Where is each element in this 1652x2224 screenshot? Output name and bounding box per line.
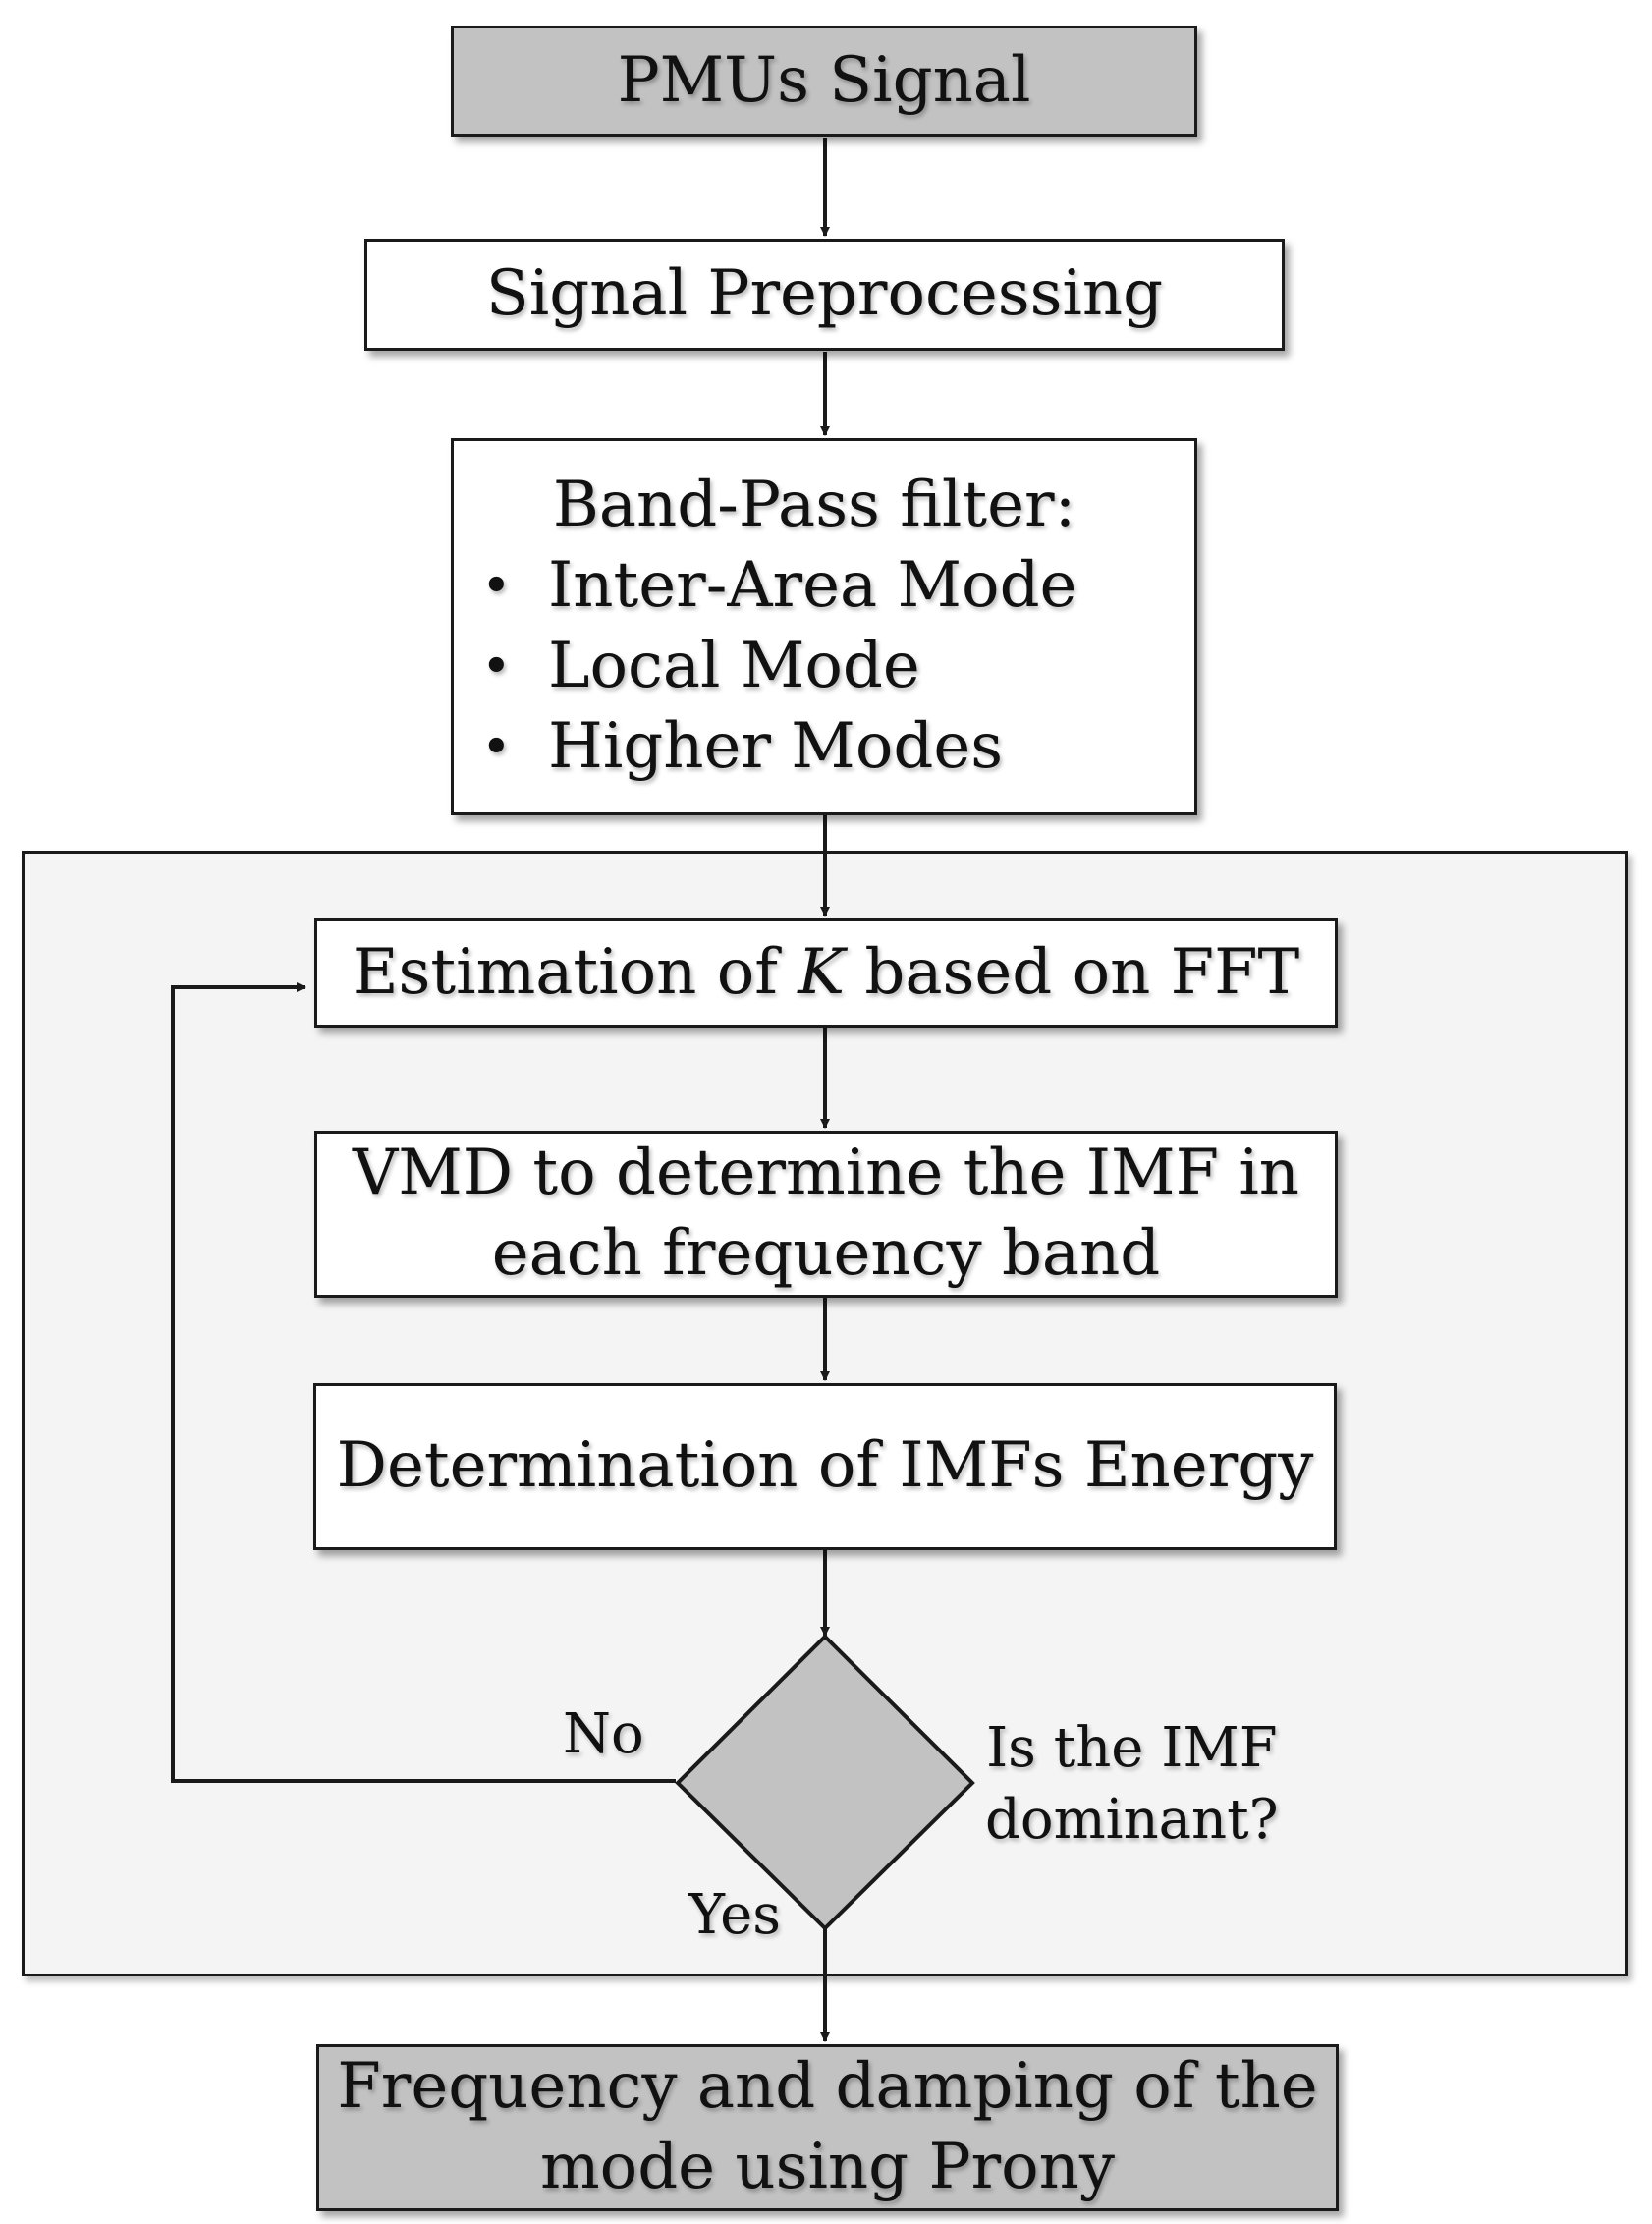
decision-line-2: dominant? [985,1787,1279,1852]
band-pass-mode-list: • Inter-Area Mode • Local Mode • Higher … [454,546,1076,788]
node-output-prony: Frequency and damping of the mode using … [316,2044,1339,2211]
vmd-line-1: VMD to determine the IMF in [352,1137,1300,1210]
decision-line-1: Is the IMF [986,1716,1278,1780]
list-item: • Higher Modes [454,707,1076,788]
bullet-icon: • [481,717,512,777]
decision-question: Is the IMF dominant? [985,1713,1279,1857]
output-line-2: mode using Prony [539,2131,1116,2203]
band-pass-title: Band-Pass filter: [552,469,1076,542]
list-item: • Inter-Area Mode [454,546,1076,627]
energy-label: Determination of IMFs Energy [336,1429,1314,1503]
node-vmd: VMD to determine the IMF in each frequen… [314,1131,1338,1298]
node-pmu-signal-label: PMUs Signal [617,43,1031,117]
vmd-line-2: each frequency band [491,1217,1161,1290]
decision-diamond [675,1634,975,1931]
estimation-variable-k: K [798,935,846,1009]
edge-label-yes: Yes [688,1883,781,1947]
node-preprocessing-label: Signal Preprocessing [485,257,1164,331]
bullet-icon: • [481,556,512,616]
band-pass-item: Higher Modes [548,709,1004,783]
band-pass-item: Inter-Area Mode [548,549,1077,623]
edge-label-no: No [563,1702,644,1766]
estimation-prefix: Estimation of [352,935,798,1009]
list-item: • Local Mode [454,627,1076,707]
node-pmu-signal: PMUs Signal [451,26,1197,137]
node-imf-energy: Determination of IMFs Energy [313,1383,1337,1550]
estimation-suffix: based on FFT [845,935,1300,1009]
node-signal-preprocessing: Signal Preprocessing [364,239,1285,351]
bullet-icon: • [481,637,512,696]
node-estimation-of-k: Estimation of K based on FFT [314,918,1338,1028]
band-pass-item: Local Mode [548,630,920,702]
node-band-pass-filter: Band-Pass filter: • Inter-Area Mode • Lo… [451,438,1197,815]
output-line-1: Frequency and damping of the [337,2050,1318,2124]
arrow-no-feedback-loop [171,982,676,1783]
